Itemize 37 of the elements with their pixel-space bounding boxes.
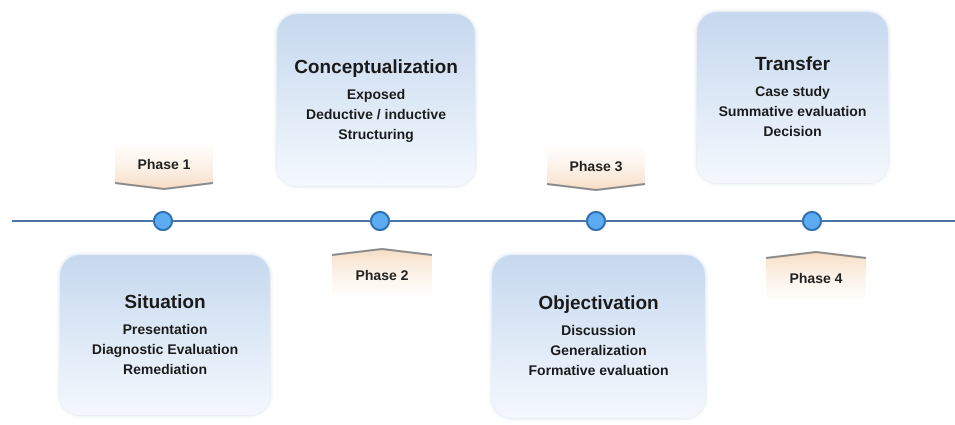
phase-tag — [115, 145, 213, 189]
timeline-dot — [153, 211, 173, 231]
activity-item: Presentation — [122, 320, 208, 338]
timeline-line — [12, 220, 153, 222]
timeline-line — [173, 220, 370, 222]
timeline-dot — [370, 211, 390, 231]
card-heading: Conceptualization — [294, 56, 458, 78]
activity-item: Remediation — [122, 360, 207, 378]
phase-card — [697, 12, 888, 183]
phase-card — [277, 14, 475, 186]
activity-item: Structuring — [338, 124, 414, 144]
activity-item: Deductive / inductive — [306, 104, 446, 124]
activity-item: Summative evaluation — [718, 102, 866, 121]
activity-item: Formative evaluation — [528, 361, 669, 380]
activity-item: Discussion — [561, 321, 636, 340]
activity-item: Generalization — [550, 341, 647, 360]
phase-label: Phase 4 — [790, 270, 842, 286]
phase-tag — [547, 148, 645, 190]
activity-item: Exposed — [346, 84, 406, 104]
activity-item: Diagnostic Evaluation — [92, 340, 238, 358]
phase-card — [60, 255, 270, 415]
timeline-dot — [802, 211, 822, 231]
activity-item: Case study — [755, 82, 830, 101]
phase-tag — [332, 249, 432, 295]
card-heading: Transfer — [755, 54, 830, 76]
phase-label: Phase 1 — [138, 156, 190, 172]
timeline-line — [822, 220, 955, 222]
timeline-dot — [586, 211, 606, 231]
timeline-line — [606, 220, 802, 222]
phase-tag — [766, 252, 866, 298]
phase-label: Phase 2 — [356, 267, 408, 283]
timeline-line — [390, 220, 586, 222]
phase-label: Phase 3 — [570, 158, 622, 174]
card-heading: Objectivation — [538, 293, 659, 315]
activity-item: Decision — [763, 122, 822, 141]
phase-card — [492, 255, 705, 418]
card-heading: Situation — [124, 292, 206, 314]
